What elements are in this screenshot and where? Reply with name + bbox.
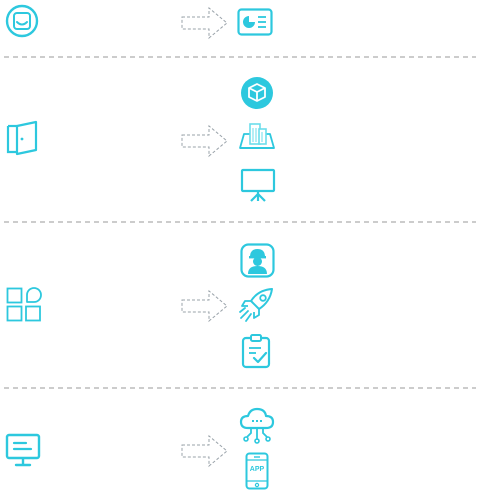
dashboard-card-icon (237, 8, 273, 36)
flow-arrow-4 (181, 434, 228, 468)
flow-arrow-1 (181, 6, 228, 40)
app-grid-icon (6, 287, 42, 322)
smiley-face-icon (5, 4, 39, 38)
monitor-icon (5, 433, 41, 467)
worker-avatar-icon (240, 243, 275, 278)
mobile-app-label: APP (249, 466, 265, 473)
phone-outline (245, 452, 269, 490)
door-icon (6, 120, 38, 156)
cloud-network-icon (239, 407, 275, 444)
cube-badge-icon (241, 77, 273, 109)
clipboard-check-icon (241, 334, 271, 369)
rocket-icon (239, 288, 273, 322)
flow-arrow-3 (181, 289, 228, 323)
flow-arrow-2 (181, 124, 228, 158)
presentation-board-icon (240, 168, 276, 202)
buildings-icon (239, 123, 275, 149)
mobile-app-icon: APP (245, 452, 269, 490)
